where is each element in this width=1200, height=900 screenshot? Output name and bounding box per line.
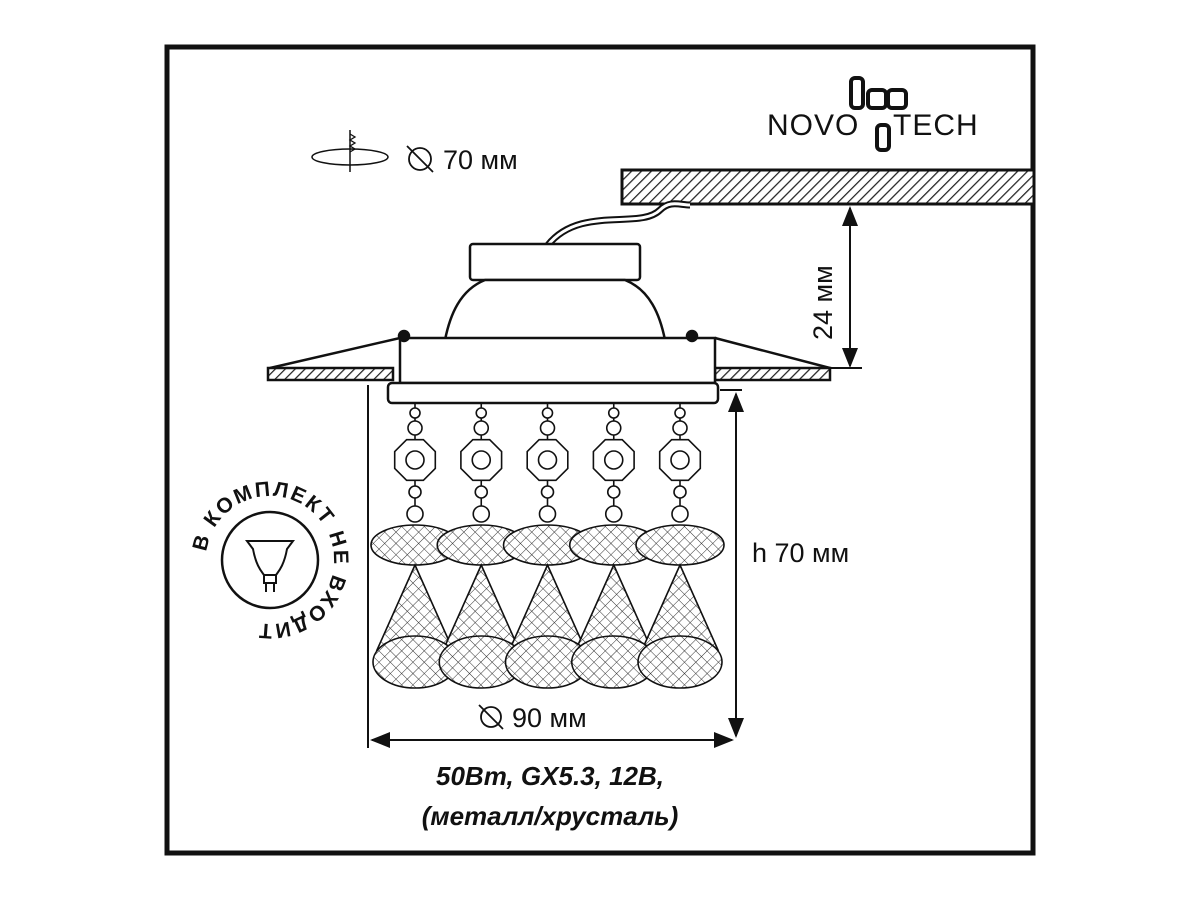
svg-text:NOVO: NOVO bbox=[767, 109, 859, 142]
ceiling bbox=[620, 168, 1036, 206]
bead bbox=[673, 485, 687, 499]
octagon-crystal bbox=[393, 438, 437, 482]
oval-crystal bbox=[635, 524, 725, 566]
fixture-body bbox=[266, 242, 832, 405]
depth-label: 24 мм bbox=[808, 265, 838, 340]
bead bbox=[607, 407, 620, 419]
crystal-strands bbox=[370, 403, 725, 689]
bead bbox=[474, 485, 489, 499]
octagon-center bbox=[405, 450, 425, 470]
svg-text:TECH: TECH bbox=[893, 109, 979, 142]
octagon-crystal bbox=[460, 438, 503, 482]
diameter-icon bbox=[478, 704, 504, 730]
lamp-not-included-badge: В КОМПЛЕКТ НЕ ВХОДИТ bbox=[189, 478, 351, 643]
diameter-label: 90 мм bbox=[512, 703, 587, 733]
bead bbox=[606, 485, 621, 499]
octagon-center bbox=[603, 450, 624, 470]
octagon-center bbox=[537, 450, 558, 470]
bead bbox=[409, 407, 421, 419]
frame bbox=[164, 44, 1036, 856]
octagon-center bbox=[670, 450, 690, 470]
spec-line-1: 50Вт, GX5.3, 12В, bbox=[436, 761, 664, 791]
bead bbox=[674, 407, 686, 419]
bead bbox=[473, 420, 490, 436]
bead bbox=[539, 420, 556, 436]
bead bbox=[406, 505, 424, 523]
bead bbox=[605, 420, 622, 436]
brand-logo: NOVO TECH bbox=[767, 76, 979, 152]
spec-line-2: (металл/хрусталь) bbox=[422, 801, 679, 831]
cutout-label: 70 мм bbox=[443, 145, 518, 175]
height-label: h 70 мм bbox=[752, 538, 849, 568]
octagon-crystal bbox=[526, 438, 569, 482]
bead bbox=[407, 420, 423, 436]
bead bbox=[671, 505, 689, 523]
drop-crystal bbox=[637, 635, 723, 689]
octagon-crystal bbox=[592, 438, 635, 482]
bead bbox=[472, 505, 491, 523]
octagon-crystal bbox=[658, 438, 702, 482]
bead bbox=[538, 505, 557, 523]
octagon-center bbox=[471, 450, 492, 470]
cutout-diameter-icon bbox=[311, 130, 434, 173]
bead bbox=[475, 407, 488, 419]
bead bbox=[604, 505, 623, 523]
bead bbox=[540, 485, 555, 499]
mr16-lamp-icon bbox=[245, 540, 295, 592]
bead bbox=[408, 485, 422, 499]
bead bbox=[672, 420, 688, 436]
bead bbox=[541, 407, 554, 419]
